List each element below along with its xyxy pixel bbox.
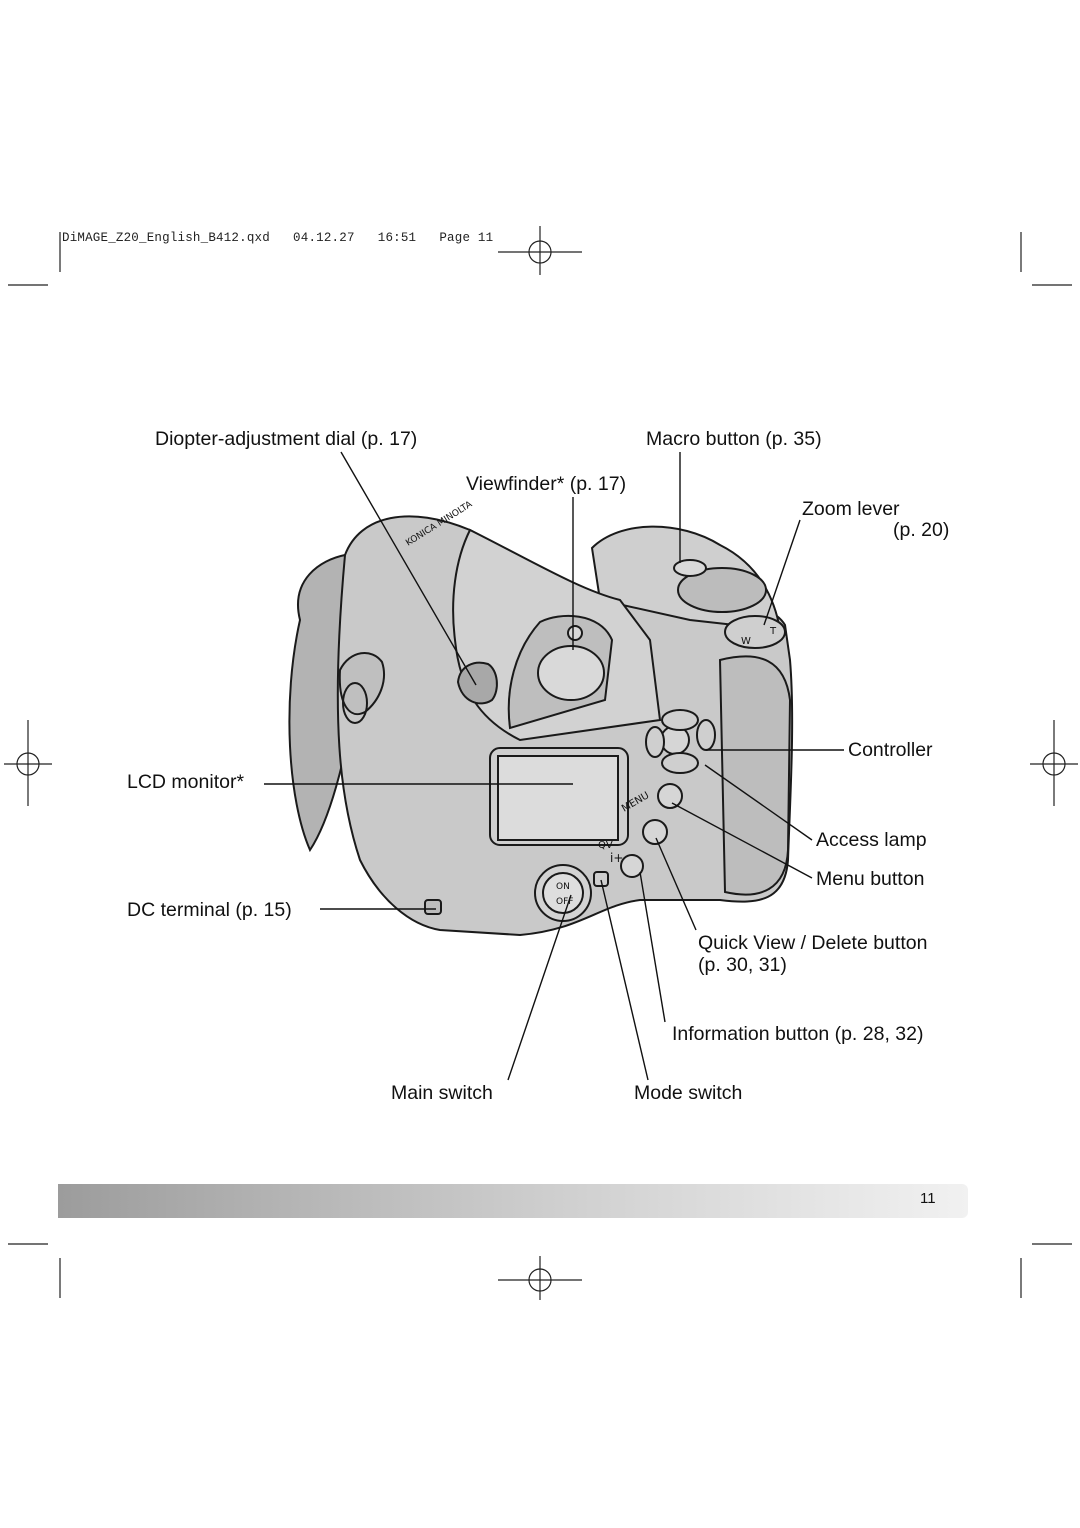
label-information-button: Information button (p. 28, 32) [672,1023,924,1045]
camera-body [288,515,794,937]
label-controller: Controller [848,739,933,761]
label-diopter-dial: Diopter-adjustment dial (p. 17) [155,428,418,450]
page-number: 11 [920,1190,936,1207]
label-macro-button: Macro button (p. 35) [646,428,822,450]
label-menu-button: Menu button [816,868,925,890]
label-zoom-lever-page: (p. 20) [893,519,950,541]
registration-mark-bottom [498,1256,582,1300]
off-marking: OFF [556,897,573,907]
label-dc-terminal: DC terminal (p. 15) [127,899,292,921]
registration-mark-right [1030,720,1078,806]
on-marking: ON [556,882,570,892]
label-access-lamp: Access lamp [816,829,927,851]
label-viewfinder: Viewfinder* (p. 17) [466,473,627,495]
label-mode-switch: Mode switch [634,1082,743,1104]
crop-marks [8,232,1072,1298]
zoom-w-marking: W [741,636,751,647]
zoom-t-marking: T [769,626,777,637]
info-marking: i+ [610,851,623,865]
label-lcd-monitor: LCD monitor* [127,771,245,793]
footer-bar [58,1184,968,1218]
label-main-switch: Main switch [391,1082,493,1104]
label-quick-view-pages: (p. 30, 31) [698,954,787,976]
label-quick-view-delete: Quick View / Delete button [698,932,928,954]
registration-mark-left [4,720,52,806]
registration-mark-top [498,226,582,275]
leader-lines [264,451,844,1081]
qv-marking: QV [598,840,613,851]
label-zoom-lever: Zoom lever [802,498,900,520]
print-slug: DiMAGE_Z20_English_B412.qxd 04.12.27 16:… [62,231,494,245]
